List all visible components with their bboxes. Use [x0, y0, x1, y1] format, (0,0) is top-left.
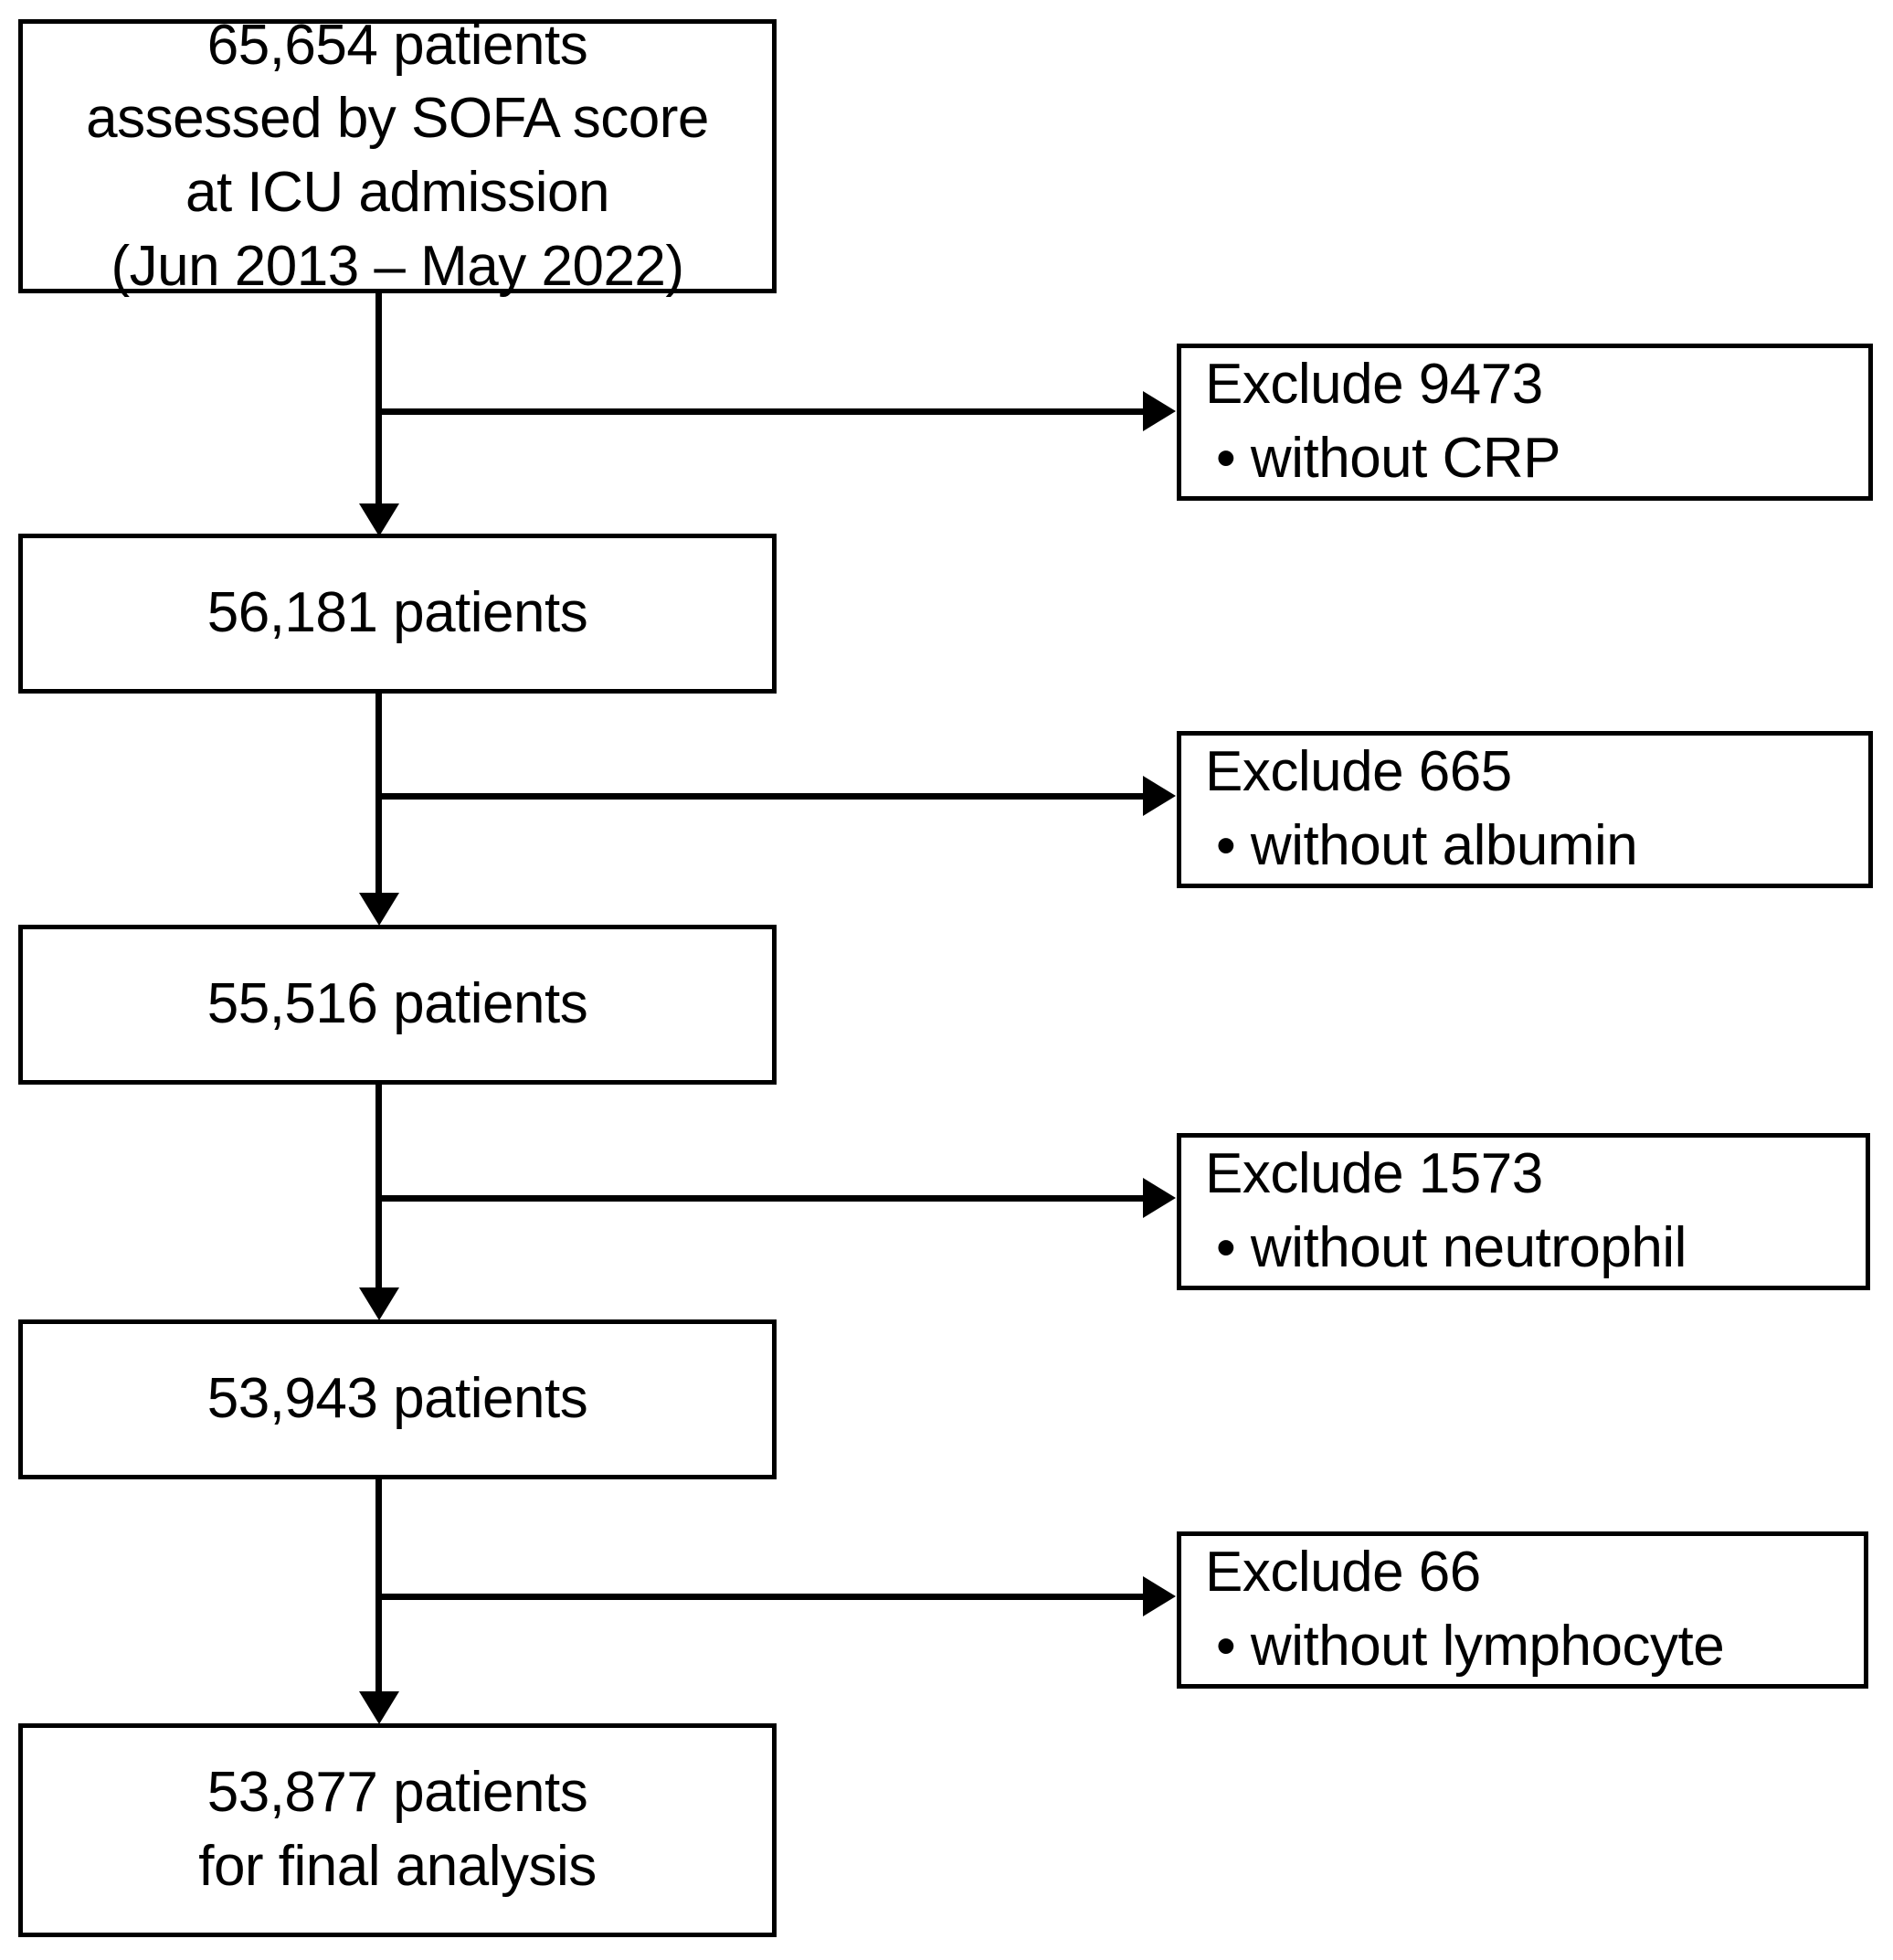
node-cohort-final: 53,877 patients for final analysis — [18, 1723, 777, 1937]
arrow-right-1 — [1143, 391, 1176, 431]
node-exclude-albumin-bullet: • without albumin — [1216, 814, 1638, 877]
arrow-down-1 — [359, 503, 399, 536]
node-cohort-after-crp: 56,181 patients — [18, 534, 777, 694]
arrow-down-2 — [359, 893, 399, 926]
node-cohort-after-albumin: 55,516 patients — [18, 925, 777, 1085]
node-cohort-after-albumin-line-1: 55,516 patients — [206, 972, 588, 1036]
connector-branch-2 — [375, 793, 1143, 800]
node-exclude-lymphocyte-bullet: • without lymphocyte — [1216, 1615, 1725, 1678]
node-cohort-final-line-2: for final analysis — [198, 1835, 597, 1898]
connector-trunk-3 — [375, 1085, 382, 1287]
node-cohort-initial-line-3: at ICU admission — [185, 161, 610, 224]
node-cohort-initial-line-2: assessed by SOFA score — [86, 87, 709, 151]
arrow-right-4 — [1143, 1576, 1176, 1616]
node-exclude-lymphocyte: Exclude 66 • without lymphocyte — [1177, 1531, 1868, 1689]
node-cohort-initial-line-4: (Jun 2013 – May 2022) — [111, 234, 684, 298]
node-exclude-crp-bullet: • without CRP — [1216, 427, 1561, 490]
connector-branch-1 — [375, 408, 1143, 415]
arrow-down-3 — [359, 1287, 399, 1320]
node-cohort-after-neutrophil-line-1: 53,943 patients — [206, 1367, 588, 1431]
node-cohort-initial-line-1: 65,654 patients — [206, 13, 588, 77]
node-exclude-neutrophil-heading: Exclude 1573 — [1205, 1142, 1543, 1206]
arrow-right-3 — [1143, 1178, 1176, 1218]
arrow-right-2 — [1143, 776, 1176, 816]
node-cohort-after-crp-line-1: 56,181 patients — [206, 581, 588, 645]
connector-trunk-4 — [375, 1479, 382, 1691]
node-cohort-initial: 65,654 patients assessed by SOFA score a… — [18, 14, 777, 298]
node-exclude-crp-heading: Exclude 9473 — [1205, 353, 1543, 417]
node-exclude-albumin-heading: Exclude 665 — [1205, 740, 1512, 804]
node-cohort-after-neutrophil: 53,943 patients — [18, 1319, 777, 1479]
connector-branch-3 — [375, 1195, 1143, 1202]
node-exclude-crp: Exclude 9473 • without CRP — [1177, 344, 1873, 501]
node-exclude-albumin: Exclude 665 • without albumin — [1177, 731, 1873, 888]
connector-branch-4 — [375, 1594, 1143, 1600]
node-exclude-neutrophil: Exclude 1573 • without neutrophil — [1177, 1133, 1870, 1290]
arrow-down-4 — [359, 1691, 399, 1724]
node-exclude-neutrophil-bullet: • without neutrophil — [1216, 1216, 1687, 1279]
node-cohort-final-line-1: 53,877 patients — [206, 1761, 588, 1825]
node-exclude-lymphocyte-heading: Exclude 66 — [1205, 1541, 1481, 1605]
connector-trunk-1 — [375, 293, 382, 503]
